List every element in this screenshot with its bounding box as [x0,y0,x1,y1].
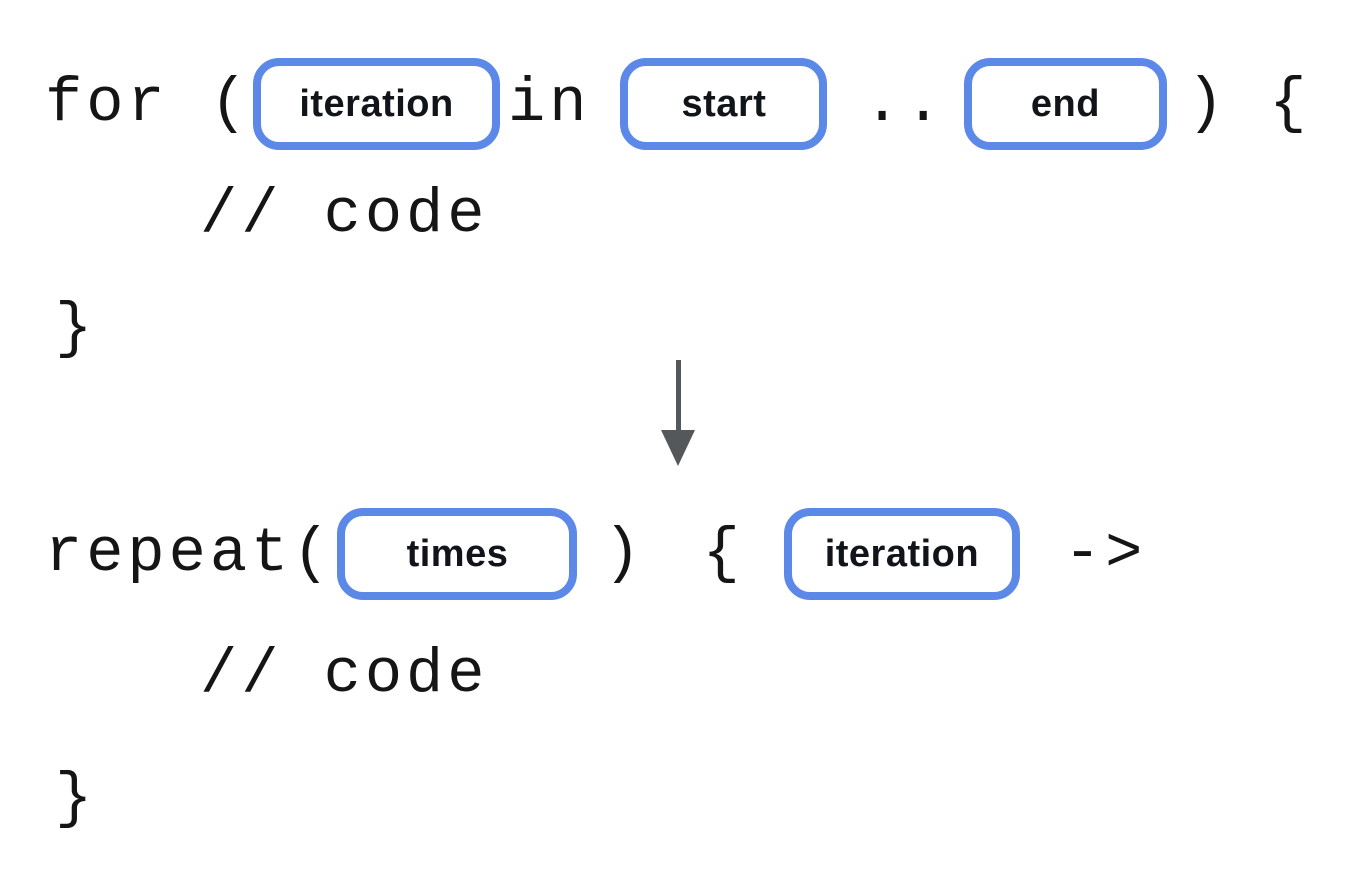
for-close-code: ) { [1186,68,1311,139]
slot-times-label: times [406,533,509,575]
slot-iteration-after-label: iteration [824,533,980,575]
arrow-head [661,430,695,466]
brace-text: } [55,293,97,364]
repeat-open-brace: { [702,518,744,589]
brace-text: } [55,763,97,834]
repeat-closing-brace: } [55,768,96,830]
slot-iteration-before: iteration [253,58,501,150]
for-closing-brace: } [55,298,96,360]
arrow-shaft [675,360,681,430]
slot-start-label: start [681,83,767,125]
slot-iteration-after: iteration [783,508,1020,600]
comment-text: // code [200,639,489,710]
range-operator: .. [863,68,946,139]
for-open-code: for ( [45,68,252,139]
repeat-header-row: repeat( times ) { iteration -> [45,508,1146,600]
repeat-body-comment: // code [200,644,488,706]
comment-text: // code [200,179,489,250]
repeat-close-paren: ) [603,518,645,589]
slot-iteration-label: iteration [299,83,454,125]
slot-end-label: end [1030,83,1100,125]
slot-times: times [337,508,578,600]
slot-start: start [620,58,828,150]
for-body-comment: // code [200,184,488,246]
repeat-open-code: repeat( [45,518,334,589]
slot-end: end [963,58,1167,150]
for-loop-header-row: for ( iteration in start .. end ) { [45,58,1311,150]
keyword-in: in [508,68,591,139]
transform-down-arrow-icon [659,360,697,466]
lambda-arrow: -> [1063,518,1147,589]
